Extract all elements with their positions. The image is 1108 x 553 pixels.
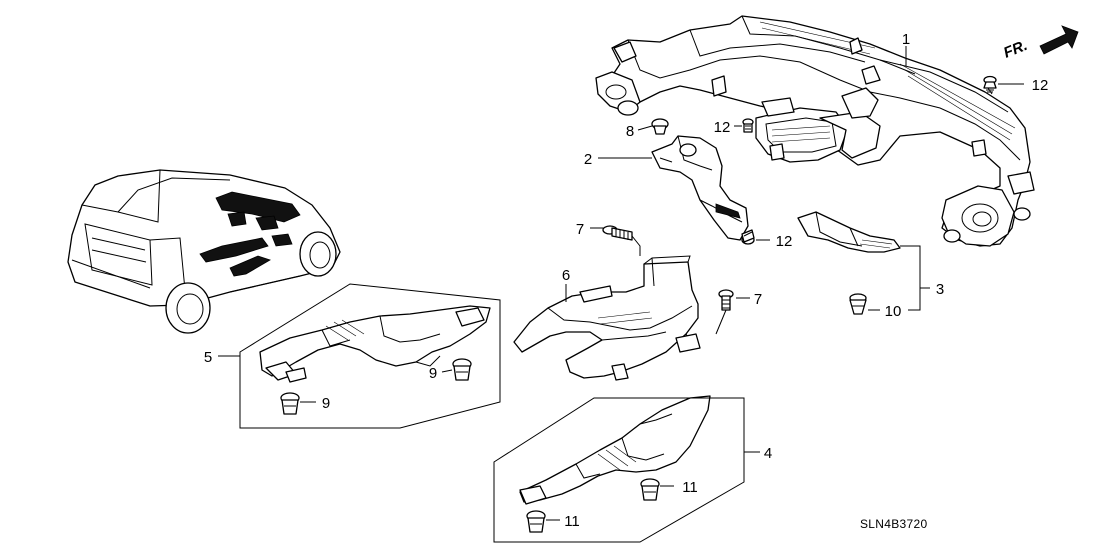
leader-7b <box>715 297 750 335</box>
duct-part-5 <box>259 305 491 383</box>
screw-icon <box>741 229 755 245</box>
leader-9a <box>441 369 453 373</box>
clip-icon <box>640 478 660 501</box>
callout-10: 10 <box>885 303 902 320</box>
callout-6: 6 <box>562 267 570 284</box>
duct-part-4 <box>519 395 711 505</box>
callout-11b: 11 <box>564 513 580 530</box>
duct-part-2 <box>651 135 749 241</box>
callout-4: 4 <box>764 445 772 462</box>
callout-12a: 12 <box>1032 77 1049 94</box>
callout-9a: 9 <box>429 365 437 382</box>
callout-3: 3 <box>936 281 944 298</box>
direction-label: FR. <box>1001 37 1030 62</box>
screw-icon <box>983 75 997 95</box>
callout-7a: 7 <box>576 221 584 238</box>
clip-icon <box>651 118 669 135</box>
screw-icon <box>742 118 754 133</box>
front-arrow-icon: FR. <box>1001 25 1079 62</box>
callout-7b: 7 <box>754 291 762 308</box>
group-frame-4 <box>493 397 745 543</box>
screw-icon <box>602 225 633 241</box>
callout-12c: 12 <box>776 233 793 250</box>
duct-part-6 <box>513 255 701 381</box>
callout-11a: 11 <box>682 479 698 496</box>
screw-icon <box>718 289 734 311</box>
leader-8 <box>637 125 653 131</box>
clip-icon <box>280 392 300 415</box>
callout-1: 1 <box>902 31 910 48</box>
clip-icon <box>452 358 472 381</box>
callout-9b: 9 <box>322 395 330 412</box>
clip-icon <box>849 293 867 315</box>
callout-5: 5 <box>204 349 212 366</box>
leader-7a <box>590 227 641 256</box>
callout-8: 8 <box>626 123 634 140</box>
leader-3 <box>900 245 930 311</box>
clip-icon <box>526 510 546 533</box>
callout-2: 2 <box>584 151 592 168</box>
duct-part-3 <box>797 211 901 253</box>
diagram-code: SLN4B3720 <box>860 517 927 531</box>
duct-assembly-main <box>595 15 1035 247</box>
vehicle-outline-icon <box>67 169 341 334</box>
callout-12b: 12 <box>714 119 731 136</box>
group-frame-5 <box>239 283 501 429</box>
